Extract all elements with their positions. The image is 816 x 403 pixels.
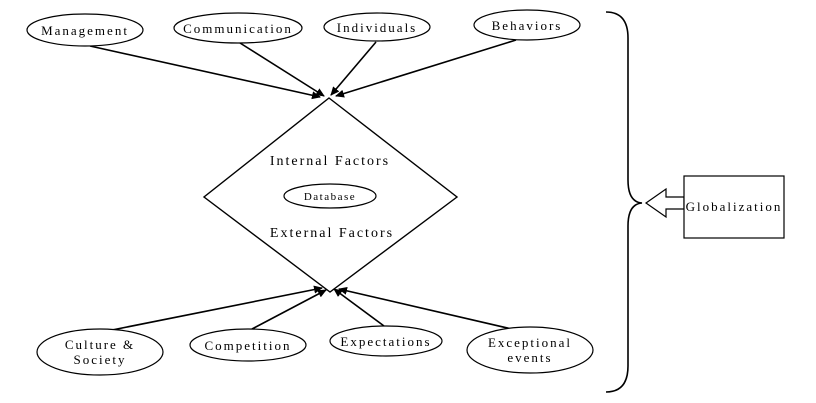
exceptional-events-label-line1: Exceptional (488, 335, 572, 350)
communication-label: Communication (183, 21, 293, 36)
diamond-shape (202, 97, 459, 293)
behaviors-label: Behaviors (492, 18, 563, 33)
curly-brace (605, 11, 643, 393)
connector-communication-diamond (239, 42, 325, 97)
connector-management-diamond (89, 45, 321, 100)
management-label: Management (41, 23, 129, 38)
connector-culture-diamond (111, 285, 323, 331)
globalization-label: Globalization (686, 199, 783, 214)
competition-ellipse (189, 328, 307, 362)
database-ellipse (283, 183, 377, 209)
globalization-node: Globalization (683, 175, 785, 239)
expectations-label: Expectations (340, 334, 431, 349)
top-connectors (89, 39, 517, 100)
exceptional-events-label-line2: events (507, 350, 552, 365)
globalization-box (683, 175, 785, 239)
exceptional-events-ellipse (466, 326, 594, 374)
connector-behaviors-diamond (335, 39, 517, 98)
individuals-node: Individuals (323, 12, 431, 42)
globalization-arrow-icon (644, 187, 685, 219)
behaviors-ellipse (473, 9, 581, 41)
expectations-ellipse (329, 325, 443, 357)
communication-node: Communication (173, 12, 303, 44)
competition-node: Competition (189, 328, 307, 362)
management-node: Management (26, 13, 144, 47)
connector-expectations-diamond (333, 288, 385, 327)
culture-society-node: Culture & Society (36, 328, 164, 376)
connector-exceptional-diamond (338, 286, 517, 331)
exceptional-events-node: Exceptional events (466, 326, 594, 374)
connector-competition-diamond (251, 289, 327, 330)
culture-society-label-line1: Culture & (65, 337, 135, 352)
individuals-ellipse (323, 12, 431, 42)
bottom-connectors (111, 285, 517, 331)
external-factors-label: External Factors (270, 226, 394, 241)
management-ellipse (26, 13, 144, 47)
culture-society-label-line2: Society (74, 352, 127, 367)
connector-individuals-diamond (330, 41, 377, 96)
behaviors-node: Behaviors (473, 9, 581, 41)
individuals-label: Individuals (337, 20, 418, 35)
communication-ellipse (173, 12, 303, 44)
database-label: Database (304, 191, 356, 203)
culture-society-ellipse (36, 328, 164, 376)
internal-factors-label: Internal Factors (270, 154, 390, 169)
factors-diamond: Internal Factors Database External Facto… (202, 97, 459, 293)
competition-label: Competition (205, 338, 292, 353)
expectations-node: Expectations (329, 325, 443, 357)
